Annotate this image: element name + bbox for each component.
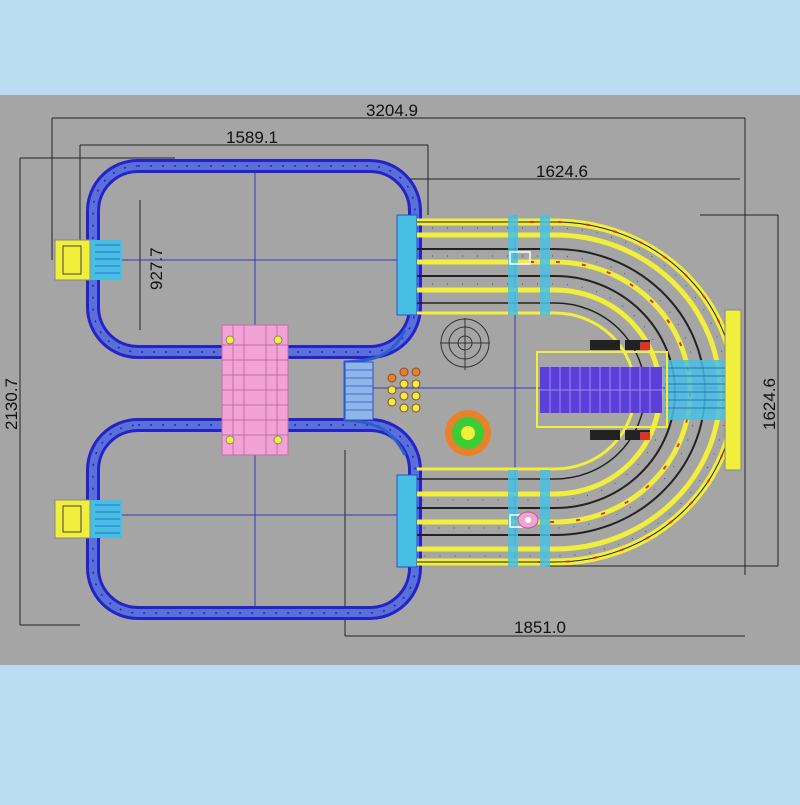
dim-right-height: 1624.6 [760, 378, 779, 430]
dim-bottom-width: 1851.0 [514, 618, 566, 637]
dim-right-width-top: 1624.6 [536, 162, 588, 181]
splash-pool-icon [445, 410, 491, 456]
top-slide-tower [396, 214, 418, 316]
fountain-icon [440, 318, 490, 370]
dim-overall-width: 3204.9 [366, 101, 418, 120]
landing-pad [724, 309, 742, 471]
dimension-lines [19, 117, 779, 637]
staircase-icon [54, 499, 122, 539]
connector-ramp [343, 329, 407, 456]
dim-left-height: 927.7 [147, 247, 166, 290]
bottom-slide-tower [396, 474, 418, 568]
dim-overall-height: 2130.7 [2, 378, 21, 430]
figure-icon [517, 511, 539, 529]
staircase-icon [54, 239, 122, 281]
ball-cluster-icon [387, 367, 421, 413]
center-platform [221, 324, 289, 456]
slide-complex [396, 214, 742, 568]
dim-left-width: 1589.1 [226, 128, 278, 147]
